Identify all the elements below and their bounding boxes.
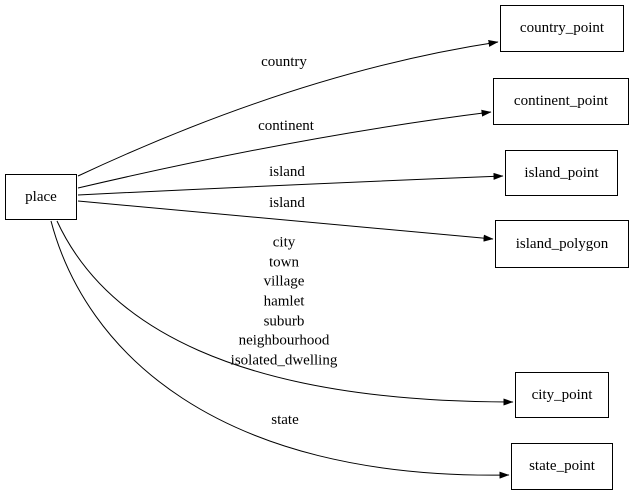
edge-label-state: state xyxy=(271,412,299,429)
node-place: place xyxy=(5,174,77,220)
edge-label-city-group: city town village hamlet suburb neighbou… xyxy=(230,234,338,369)
edge-place-island-polygon xyxy=(77,200,494,242)
edge-label-island-polygon: island xyxy=(269,195,305,212)
node-state-point-label: state_point xyxy=(529,458,595,474)
node-place-label: place xyxy=(25,188,57,205)
edge-label-island-point: island xyxy=(269,164,305,181)
edge-place-continent-point xyxy=(77,109,492,189)
edge-place-city-point xyxy=(56,220,514,406)
edge-place-country-point xyxy=(77,39,499,177)
node-country-point: country_point xyxy=(500,5,624,52)
node-state-point: state_point xyxy=(511,443,613,490)
edge-place-island-point xyxy=(77,172,504,196)
node-city-point-label: city_point xyxy=(531,386,593,403)
node-city-point: city_point xyxy=(515,372,609,418)
edge-label-continent: continent xyxy=(258,118,314,135)
edge-label-country: country xyxy=(261,54,307,71)
node-island-point-label: island_point xyxy=(524,164,599,181)
node-island-point: island_point xyxy=(505,150,618,196)
node-country-point-label: country_point xyxy=(519,20,605,36)
node-island-polygon: island_polygon xyxy=(495,220,629,268)
node-continent-point-label: continent_point xyxy=(513,93,609,109)
node-island-polygon-label: island_polygon xyxy=(515,235,609,252)
edge-place-state-point xyxy=(50,220,510,479)
node-continent-point: continent_point xyxy=(493,78,629,125)
